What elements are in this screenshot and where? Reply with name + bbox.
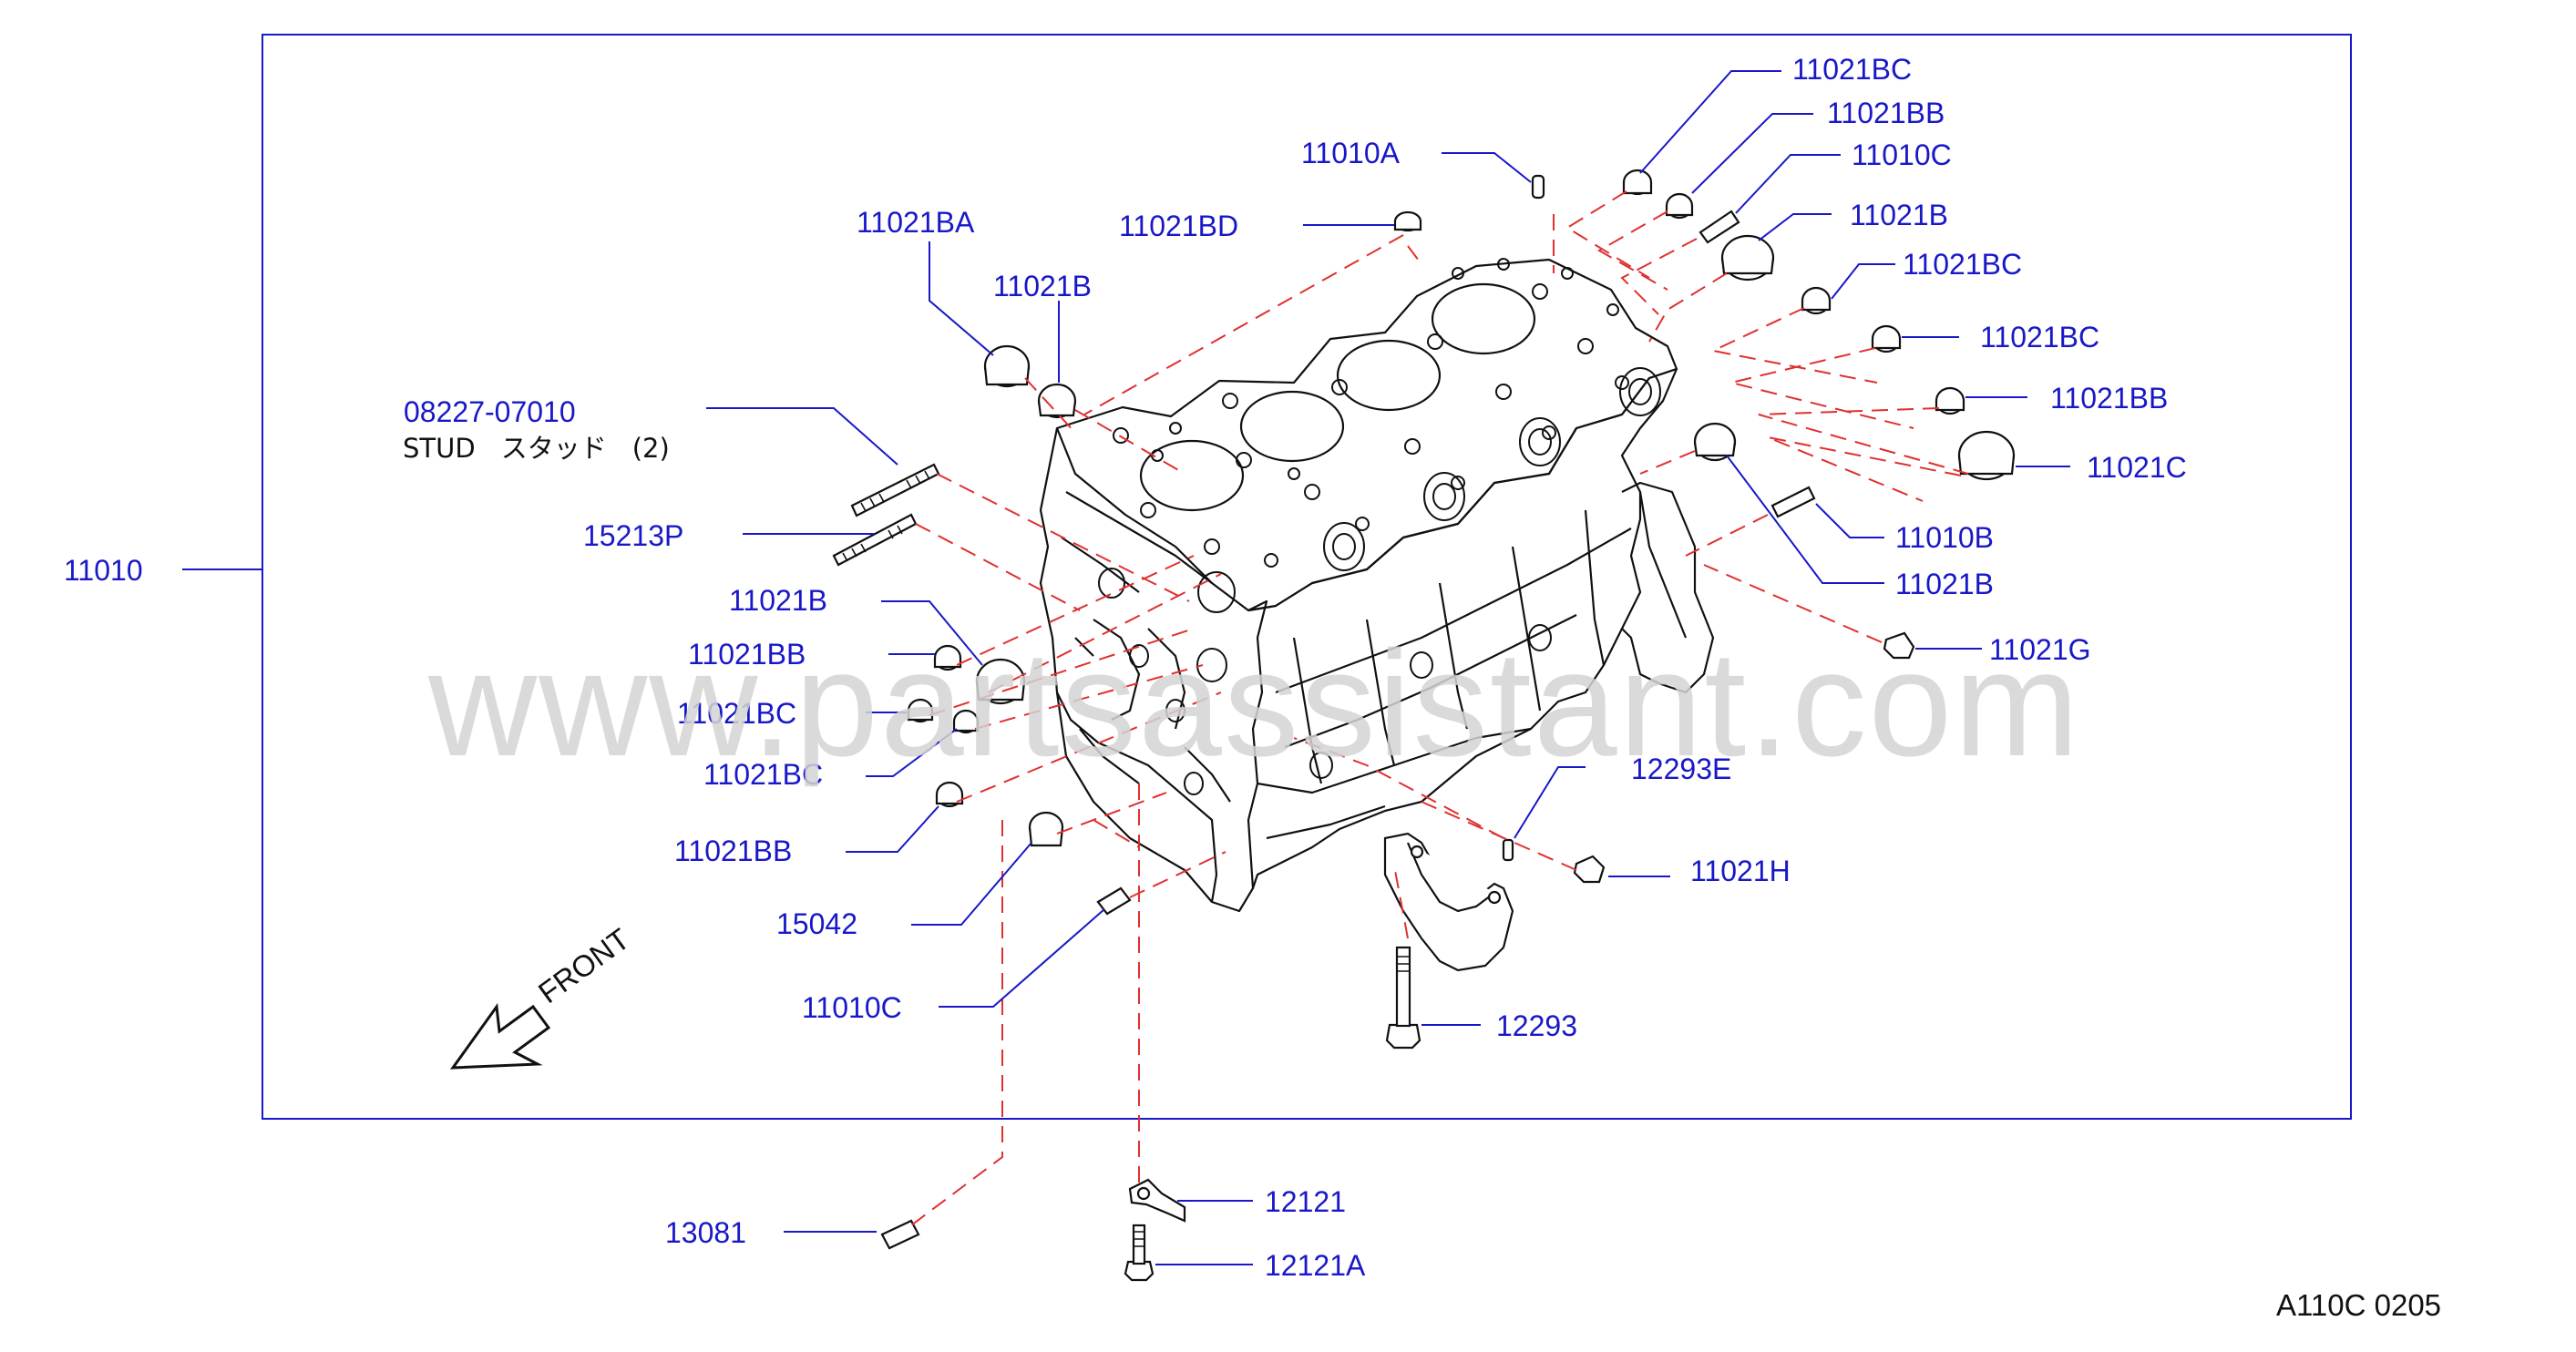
leader-11021BB-left2	[846, 805, 939, 853]
part-label-11021BB-left2: 11021BB	[674, 835, 793, 867]
part-label-13081: 13081	[665, 1216, 746, 1249]
part-label-11010C-right: 11010C	[1852, 138, 1952, 171]
part-label-11021BC-right2: 11021BC	[1980, 321, 2100, 353]
part-label-11021BB-right1: 11021BB	[1827, 97, 1945, 129]
part-label-15213P: 15213P	[583, 519, 684, 552]
part-label-11021BA: 11021BA	[857, 206, 975, 239]
part-label-11010C-left: 11010C	[802, 991, 902, 1024]
plug-11021C	[1957, 430, 2016, 481]
part-label-11021B-right1: 11021B	[1850, 199, 1948, 231]
leader-11021B-left	[881, 600, 983, 666]
part-label-12121: 12121	[1265, 1185, 1346, 1218]
plug-11021BB-left2	[935, 781, 964, 808]
front-arrow	[449, 1002, 551, 1070]
bolt-12121A	[1124, 1224, 1155, 1282]
stud-15213P	[832, 513, 918, 567]
part-label-11021H: 11021H	[1690, 855, 1791, 887]
assembly-dashed-lines	[910, 190, 1969, 1226]
part-label-11021BC-left2: 11021BC	[703, 758, 824, 791]
bore-3	[1336, 339, 1442, 412]
dowel-15042	[1028, 811, 1064, 847]
leader-15042	[911, 842, 1032, 926]
plug-11021BB-right1	[1665, 192, 1694, 220]
plug-11021B-right1	[1720, 234, 1775, 282]
pin-12293E	[1502, 838, 1514, 862]
stud-name: STUD	[403, 433, 476, 464]
pin-11010A	[1531, 174, 1545, 200]
bore-4	[1431, 282, 1536, 355]
stud-name-jp: スタッド	[500, 433, 607, 464]
part-label-11021B-top: 11021B	[993, 270, 1092, 302]
diagram-frame	[262, 34, 2352, 1120]
plug-13081	[880, 1219, 920, 1250]
leader-11021B-right2	[1726, 455, 1884, 584]
part-label-08227-07010: 08227-07010	[404, 395, 576, 428]
stud-qty: (2)	[631, 433, 670, 464]
part-label-11021BC-top: 11021BC	[1792, 53, 1913, 86]
leader-11010B	[1815, 503, 1884, 538]
part-label-11010B: 11010B	[1895, 521, 1994, 554]
plug-11021BC-right1	[1801, 286, 1832, 315]
plug-11021G	[1883, 631, 1915, 660]
leader-11021B-right1	[1758, 213, 1832, 241]
plug-11021BA	[983, 344, 1031, 388]
leader-11021BA	[929, 241, 994, 356]
leader-11021BC-right1	[1831, 263, 1895, 300]
pin-11010B	[1770, 486, 1816, 518]
cylinder-bores	[1139, 282, 1536, 512]
part-label-11021G: 11021G	[1989, 633, 2091, 666]
block-side-bores	[1098, 367, 1661, 795]
part-label-11010: 11010	[64, 554, 143, 587]
part-label-11021BB-left1: 11021BB	[688, 638, 806, 671]
leader-11021BC-top	[1639, 70, 1781, 174]
bolt-12293	[1385, 946, 1421, 1050]
bracket-12121	[1128, 1178, 1186, 1223]
plug-11021BB-left1	[933, 644, 962, 671]
stud-description: STUD スタッド (2)	[403, 435, 695, 462]
leader-12293E	[1514, 766, 1586, 839]
leader-11021BB-right1	[1691, 113, 1813, 194]
cylinder-block	[1039, 258, 1715, 913]
plug-11021B-top	[1037, 383, 1077, 419]
bearing-cap-12293	[1383, 832, 1514, 972]
plug-11021B-right2	[1693, 422, 1737, 462]
part-label-12293E: 12293E	[1631, 753, 1732, 785]
plug-11021H	[1573, 855, 1606, 884]
leader-08227	[706, 407, 898, 466]
part-label-11021BC-left1: 11021BC	[677, 697, 797, 730]
part-label-11021B-left: 11021B	[729, 584, 827, 617]
part-label-12121A: 12121A	[1265, 1249, 1366, 1282]
part-label-11021C: 11021C	[2087, 451, 2187, 484]
part-label-11021BD: 11021BD	[1119, 210, 1239, 242]
leader-11021BC-left2	[866, 728, 958, 777]
plug-11021BC-right2	[1871, 324, 1902, 353]
diagram-code: A110C 0205	[2276, 1288, 2442, 1322]
part-label-11021B-right2: 11021B	[1895, 568, 1994, 600]
part-label-11010A: 11010A	[1301, 137, 1400, 169]
small-parts	[832, 169, 2016, 1282]
part-label-12293: 12293	[1496, 1009, 1577, 1042]
part-label-15042: 15042	[776, 907, 857, 940]
stud-08227-07010	[850, 463, 940, 517]
part-label-11021BB-right2: 11021BB	[2050, 382, 2169, 415]
leader-lines	[182, 70, 2070, 1265]
leader-11010A	[1442, 152, 1532, 183]
pin-11010C-right	[1699, 210, 1740, 244]
bore-2	[1239, 390, 1345, 463]
plug-11021BD	[1393, 210, 1422, 232]
leader-11010C-right	[1735, 154, 1841, 214]
part-label-11021BC-right1: 11021BC	[1903, 248, 2023, 281]
plug-11021BC-left2	[952, 709, 980, 734]
bore-1	[1139, 439, 1245, 512]
watermark: www.partsassistant.com	[428, 620, 2081, 787]
plug-11021BC-top	[1622, 169, 1653, 196]
plug-11021BB-right2	[1935, 386, 1965, 415]
deck-bolt-holes	[1113, 258, 1629, 568]
leader-11010C-left	[939, 908, 1105, 1008]
